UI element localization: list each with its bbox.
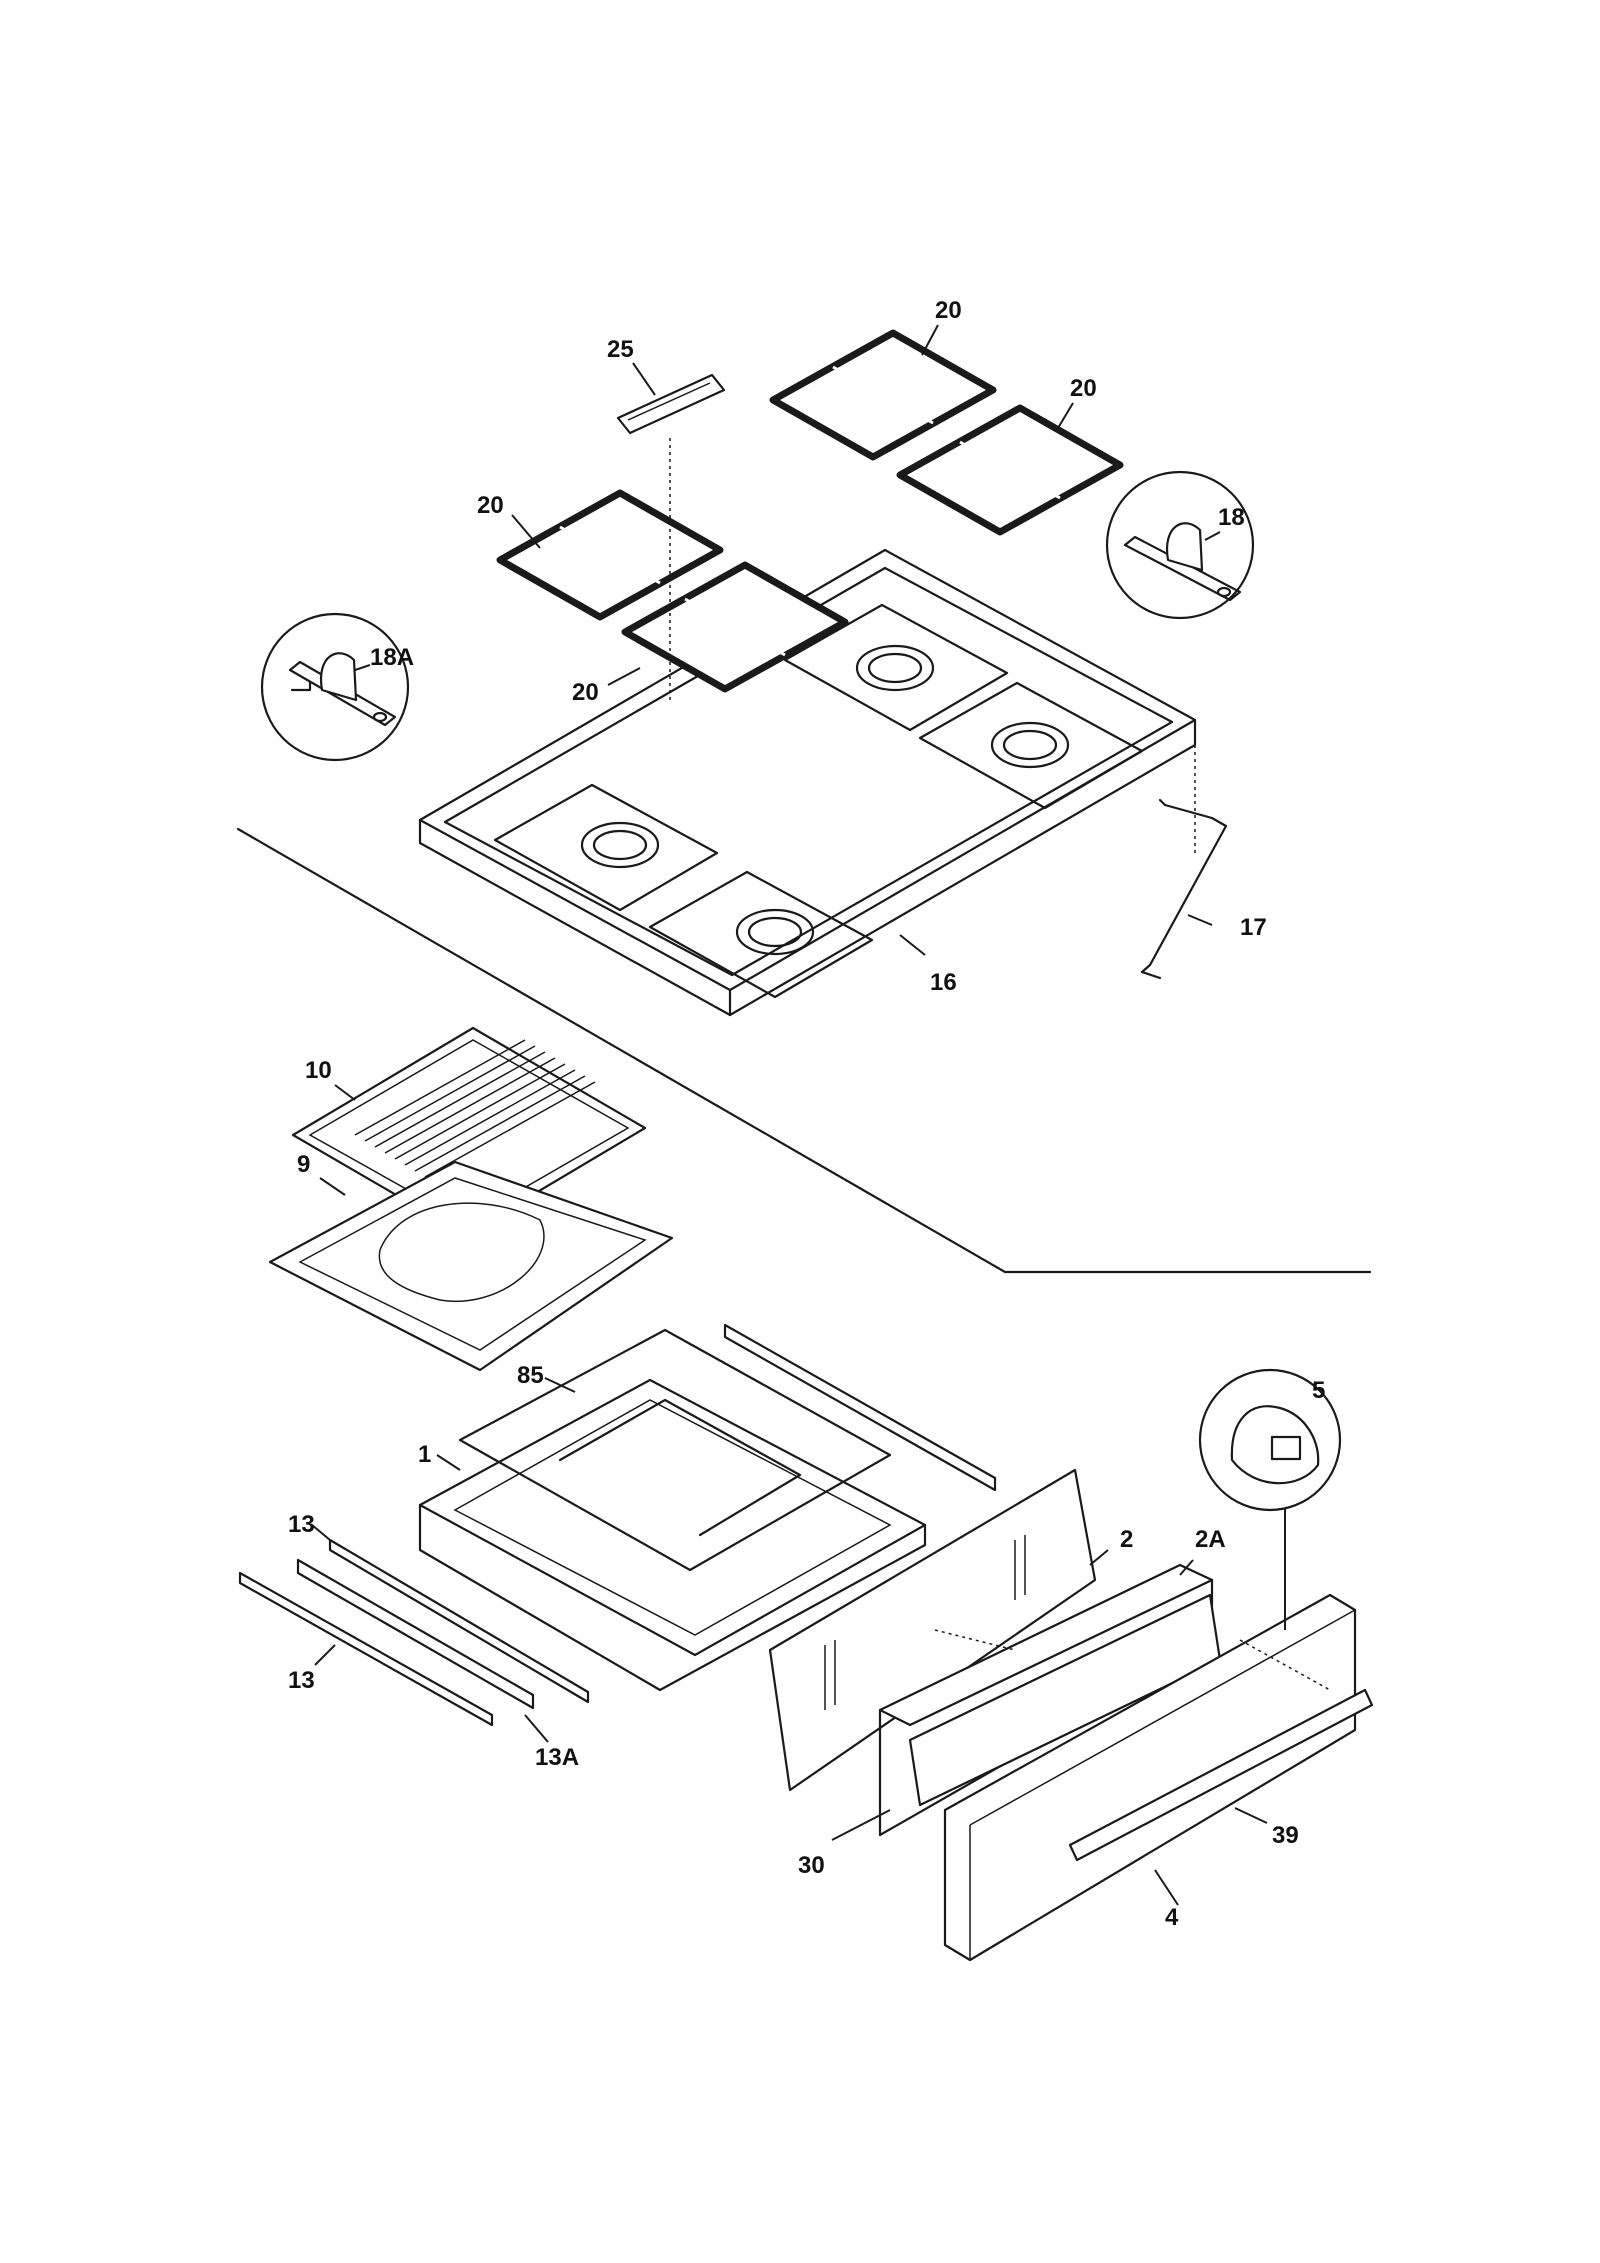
detail-circle-18a [260,612,410,762]
callout-20-rear-left: 20 [935,297,962,324]
callout-4: 4 [1165,1904,1179,1931]
callout-2: 2 [1120,1526,1133,1553]
grate-part-20-front-right [621,561,849,693]
broiler-pan-part-9 [268,1160,674,1372]
leader-lines [311,324,1268,1906]
callout-9: 9 [297,1151,310,1178]
part-25-burner-cap [616,373,726,435]
callout-13-lower: 13 [288,1667,315,1694]
callout-10: 10 [305,1057,332,1084]
callout-20-rear-right: 20 [1070,375,1097,402]
grate-part-20-rear-left [769,329,997,461]
callout-13-upper: 13 [288,1511,315,1538]
section-divider-line [236,827,1372,1274]
callout-18: 18 [1218,504,1245,531]
callout-2a: 2A [1195,1526,1226,1553]
callout-18a: 18A [370,644,414,671]
callout-16: 16 [930,969,957,996]
handle-part-39 [1068,1688,1374,1862]
grate-part-20-front-left [496,489,724,621]
drawer-part-1 [418,1378,927,1692]
callout-20-front-right: 20 [572,679,599,706]
drawer-back-part-2 [768,1468,1097,1792]
callout-85: 85 [517,1362,544,1389]
callout-39: 39 [1272,1822,1299,1849]
slide-part-13-lower [238,1571,494,1727]
rear-rail [723,1323,997,1492]
dashed-guide-4 [1239,1639,1331,1691]
callout-5: 5 [1312,1377,1325,1404]
callout-1: 1 [418,1441,431,1468]
callout-13a: 13A [535,1744,579,1771]
drawer-front-part-4 [943,1593,1357,1962]
callout-20-front-left: 20 [477,492,504,519]
callout-17: 17 [1240,914,1267,941]
detail-circle-5 [1198,1368,1342,1512]
callout-25: 25 [607,336,634,363]
callout-30: 30 [798,1852,825,1879]
rack-part-85 [458,1328,892,1572]
detail-circle-18 [1105,470,1255,620]
part-17-rod [1140,798,1228,980]
grate-part-20-rear-right [896,404,1124,536]
slide-part-13-upper [328,1538,590,1704]
slide-part-13a [296,1558,535,1710]
